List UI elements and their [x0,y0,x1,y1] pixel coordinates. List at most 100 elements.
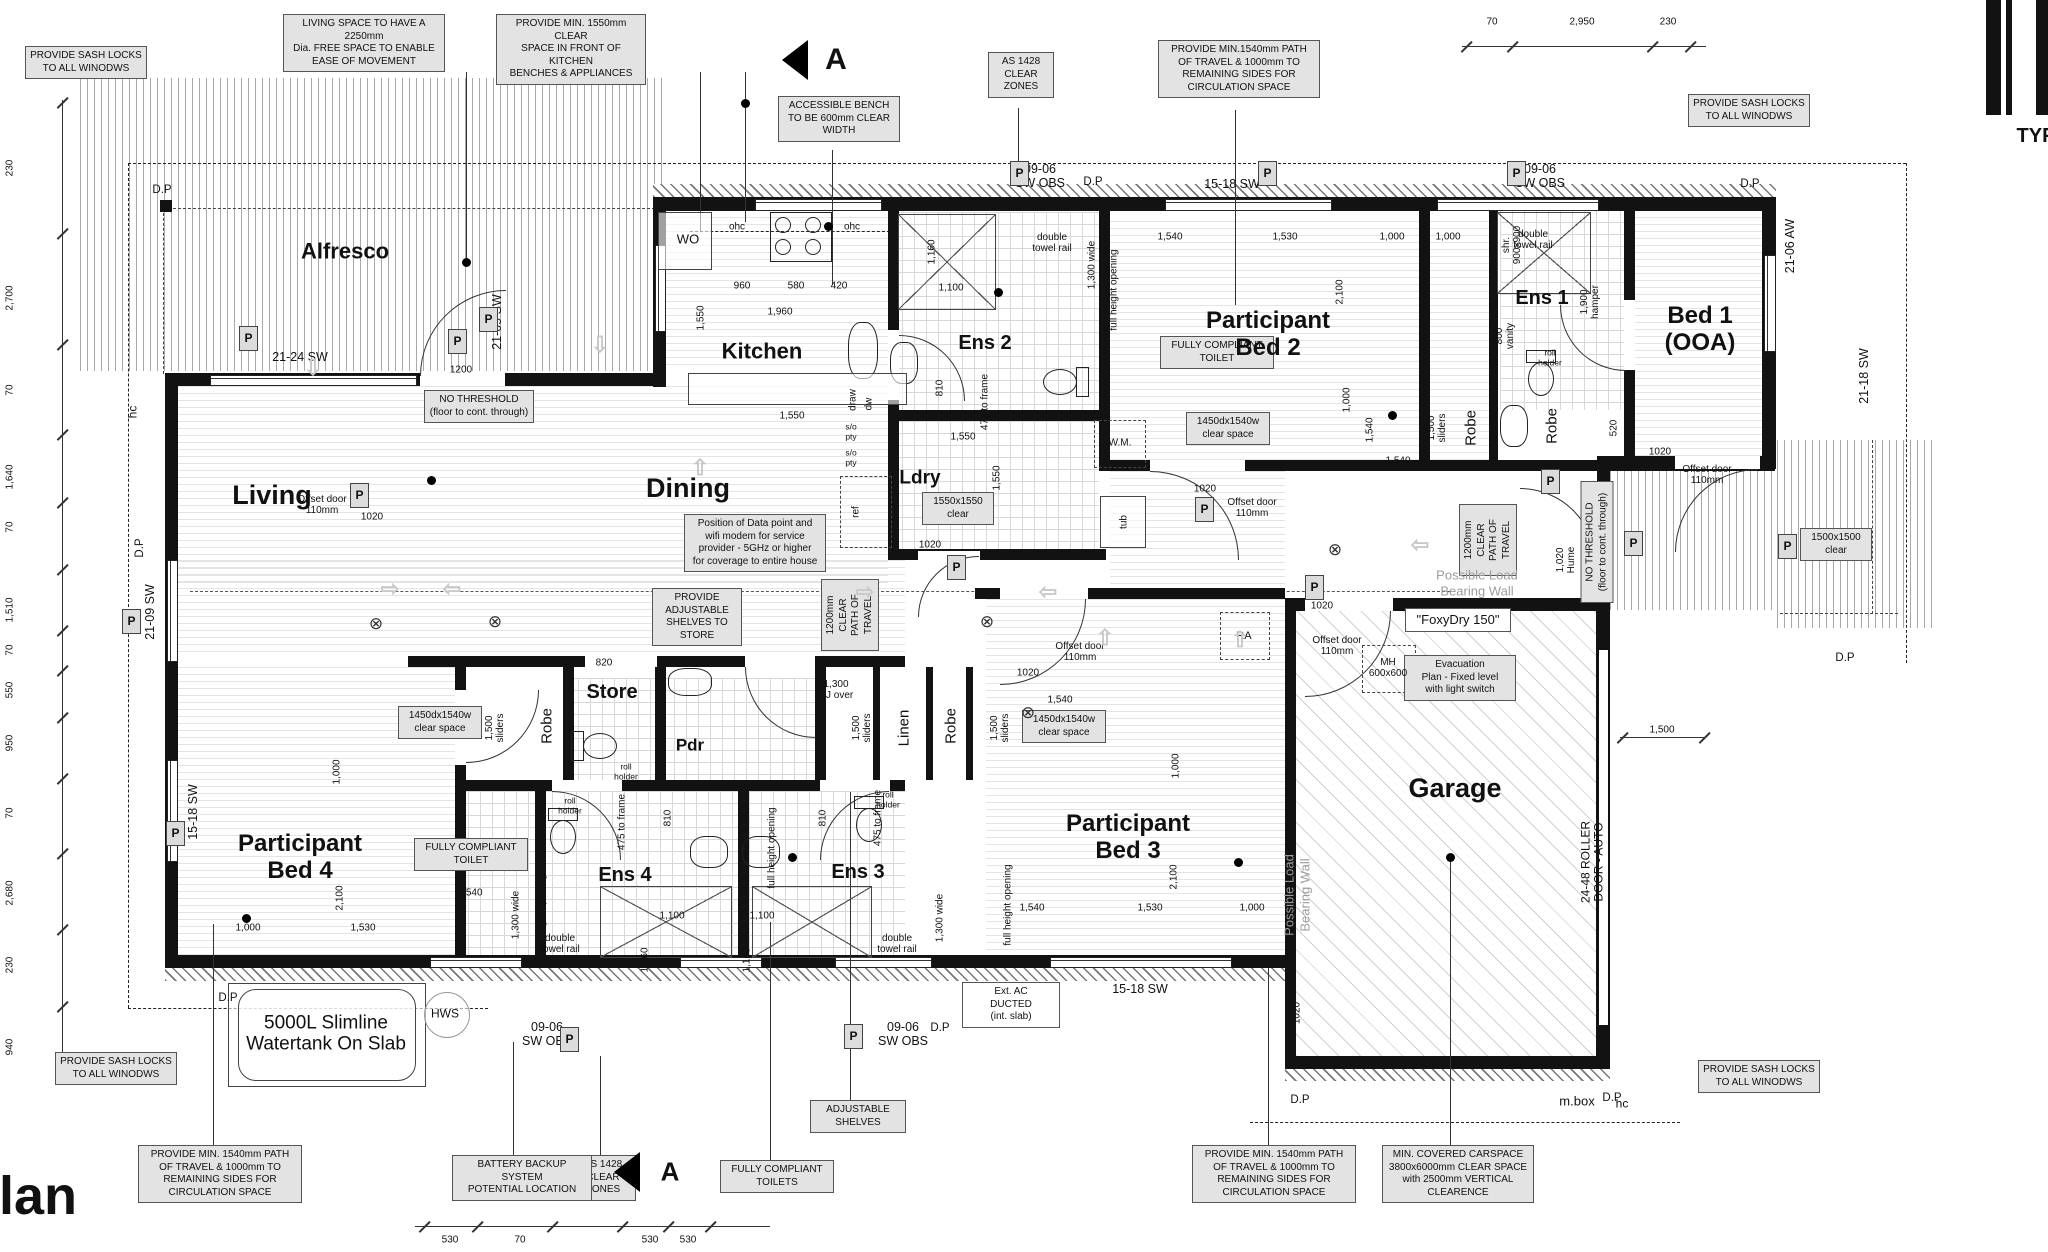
switch-symbol: ⊗ [1327,540,1343,559]
dimension-line [62,100,63,1068]
basin-icon [1500,405,1528,447]
label-dim: 1,100 [938,282,964,294]
note-box: PROVIDE MIN. 1550mm CLEAR SPACE IN FRONT… [496,14,646,85]
note-box: BATTERY BACKUP SYSTEM POTENTIAL LOCATION [452,1155,592,1201]
direction-arrow: ⇧ [690,455,710,480]
label-dim: 1,550 [950,431,976,443]
label-sm: hc [125,405,140,419]
label-sm: 1,300 wide [1086,240,1098,290]
label-dim: 1,540 [1385,455,1411,467]
door-gap [1000,588,1088,599]
label-room: Garage [1408,772,1502,803]
switch-symbol: ⊗ [1020,703,1036,722]
label-sm: hc [1615,1096,1629,1111]
label-sm: full height opening [766,807,778,889]
p-marker: P [1778,534,1797,559]
p-marker: P [479,307,498,332]
label-dim: 1,100 [749,910,775,922]
direction-arrow: ⇦ [1038,579,1058,604]
hws-icon [424,992,470,1038]
wall [160,200,172,212]
leader-line [770,922,771,1162]
wall [1986,0,2001,115]
label-room: Ens 1 [1515,286,1569,309]
note-box: ACCESSIBLE BENCH TO BE 600mm CLEAR WIDTH [778,96,900,142]
watertank-label: 5000L Slimline Watertank On Slab [246,1012,406,1055]
label-sm: 24-48 ROLLER DOOR - AUTO [1578,820,1606,904]
label-dim: 230 [4,159,16,177]
toilet-cistern [1076,367,1089,397]
downpipe-label: D.P [1835,652,1855,664]
leader-line [1268,968,1269,1146]
shower-icon [600,886,732,958]
note-box: NO THRESHOLD (floor to cont. through) [424,390,534,423]
note-box: FULLY COMPLIANT TOILETS [720,1160,834,1193]
wall [966,667,973,780]
basin-icon [690,836,728,868]
dimension-line [1620,737,1706,738]
window [1050,957,1232,968]
label-dim: 950 [4,734,16,752]
label-dim: 2,100 [334,885,346,911]
p-marker: P [350,483,369,508]
label-win-l: 21-09 SW [143,584,157,640]
label-room: Dining [646,472,730,503]
shower-icon [752,886,872,958]
label-dim: 550 [4,681,16,699]
note-box: PROVIDE SASH LOCKS TO ALL WINODWS [1688,94,1810,127]
window [210,375,417,386]
p-marker: P [560,1027,579,1052]
door-gap [1675,456,1760,469]
note-box: PROVIDE SASH LOCKS TO ALL WINODWS [1698,1060,1820,1093]
label-room: Participant Bed 3 [1065,810,1191,864]
switch-symbol: ⊗ [487,612,503,631]
label-sm: HWS [431,1006,459,1021]
basin-icon [848,322,878,379]
note-box: ADJUSTABLE SHELVES [810,1100,906,1133]
label-sm: ref [850,506,862,518]
fixture-rect [1220,612,1270,660]
label-sm: 1,500 sliders [483,713,506,743]
wall [1285,598,1296,1069]
label-dim: 1020 [1016,667,1040,679]
label-grey: Possible Load Bearing Wall [1436,567,1518,598]
p-marker: P [844,1024,863,1049]
label-dim: 1,530 [1272,231,1298,243]
p-marker: P [239,326,258,351]
note-box: Ext. AC DUCTED (int. slab) [962,982,1060,1028]
toilet-icon [852,796,884,842]
toilet-bowl [583,733,617,759]
label-room: Participant Bed 2 [1205,307,1331,361]
label-dim: 420 [830,280,848,292]
toilet-bowl [856,808,882,842]
label-dim: 960 [733,280,751,292]
label-dim: 230 [1659,16,1677,28]
leader-line [213,924,214,1146]
label-win-l: 15-18 SW [186,784,200,840]
wall [563,667,574,780]
direction-arrow: ⇦ [442,576,462,601]
label-dim: 530 [441,1234,459,1246]
wall [1285,1056,1610,1069]
door-gap [1150,460,1245,471]
label-dim: 1,000 [235,922,261,934]
basin-icon [668,668,712,696]
label-dim: 1,000 [1341,387,1353,413]
label-dim: 530 [679,1234,697,1246]
label-dim: 1,160 [741,947,753,973]
label-dim: 475 to frame [979,373,991,431]
downpipe-label: D.P [1290,1094,1310,1106]
door-gap [420,373,505,386]
dash-line [1250,1122,1680,1123]
section-marker-label: A [660,1156,680,1187]
label-dim: 1,540 [1157,231,1183,243]
label-sm: roll holder [558,795,582,815]
direction-arrow: ⇧ [1230,627,1250,652]
note-box: PROVIDE MIN. 1540mm PATH OF TRAVEL & 100… [1192,1145,1356,1203]
label-sm: shr. 900x900 [1500,225,1523,265]
door-gap [745,656,815,667]
label-room: Ens 4 [598,863,652,886]
wall [455,780,905,791]
label-sm: 520 [1608,419,1620,437]
label-room: Store [586,680,638,703]
